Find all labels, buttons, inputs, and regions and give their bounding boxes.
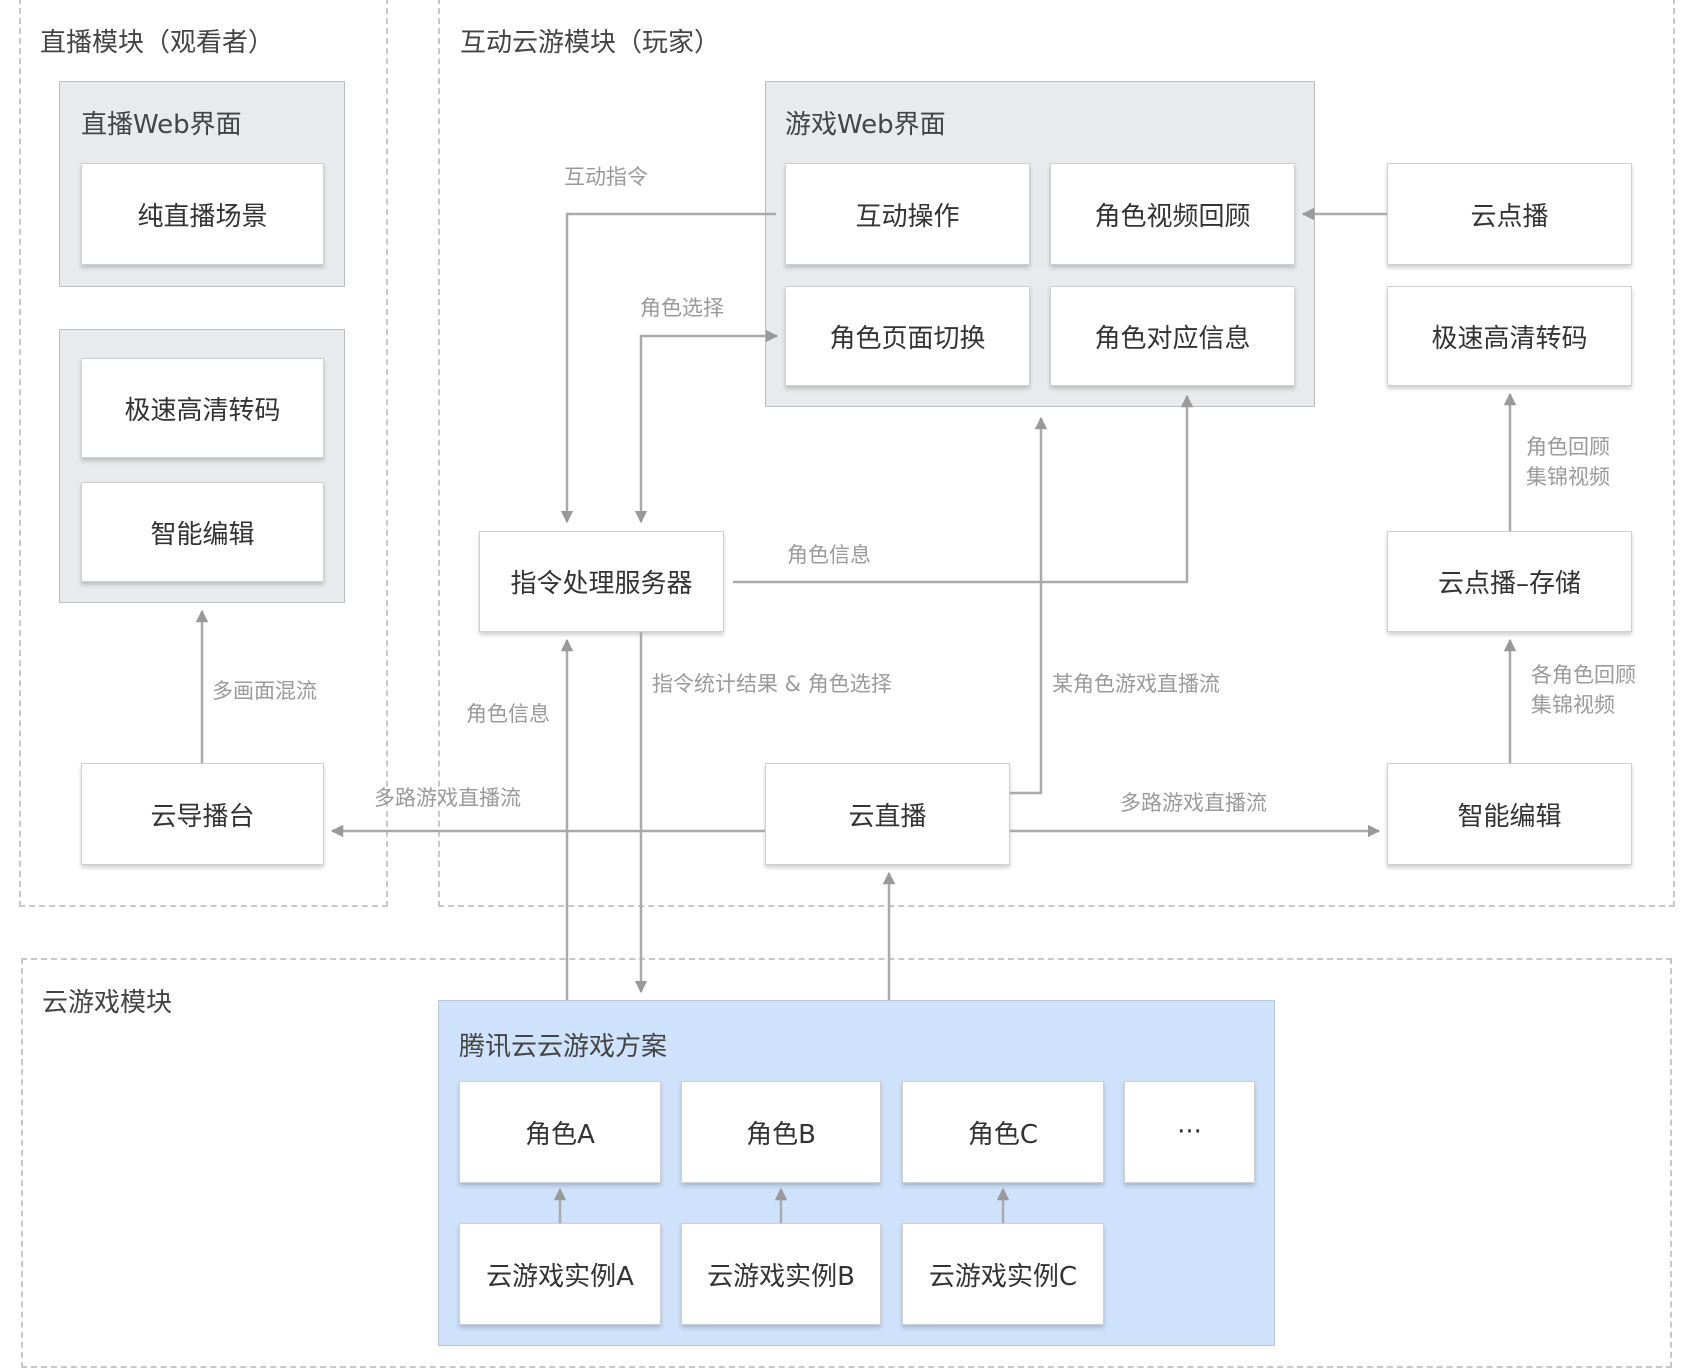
arrow-role-select [634,329,779,524]
interact-op-node[interactable]: 互动操作 [785,163,1030,265]
live-web-title: 直播Web界面 [81,110,242,140]
smart-edit-node[interactable]: 智能编辑 [1387,763,1632,865]
label-review-video: 角色回顾 集锦视频 [1526,432,1610,493]
role-info-node[interactable]: 角色对应信息 [1050,286,1295,386]
label-cmd-stats: 指令统计结果 & 角色选择 [652,672,892,696]
live-transcode-node[interactable]: 极速高清转码 [81,358,324,458]
arrow-role-live-stream [1010,416,1048,795]
label-multi-stream-left: 多路游戏直播流 [374,786,521,810]
live-module-title: 直播模块（观看者） [40,28,275,58]
cloud-live-node[interactable]: 云直播 [765,763,1010,865]
label-each-review-line2: 集锦视频 [1531,693,1615,718]
cloud-game-module-title: 云游戏模块 [42,988,173,1018]
label-role-info-left: 角色信息 [466,702,550,726]
instance-c-node[interactable]: 云游戏实例C [902,1223,1104,1325]
arrow-interact-cmd [560,212,776,524]
label-review-video-line2: 集锦视频 [1526,465,1610,490]
label-role-info-top: 角色信息 [787,543,871,567]
command-server-node[interactable]: 指令处理服务器 [479,531,724,632]
label-role-select: 角色选择 [640,296,724,320]
role-c-node[interactable]: 角色C [902,1081,1104,1183]
vod-transcode-node[interactable]: 极速高清转码 [1387,286,1632,386]
label-each-review-line1: 各角色回顾 [1531,663,1636,687]
arrow-role-info-top [733,394,1194,584]
label-multi-stream-right: 多路游戏直播流 [1120,791,1267,815]
instance-b-node[interactable]: 云游戏实例B [681,1223,881,1325]
interactive-module-title: 互动云游模块（玩家） [460,28,721,58]
live-module [19,0,388,907]
label-review-video-line1: 角色回顾 [1526,435,1610,459]
role-video-review-node[interactable]: 角色视频回顾 [1050,163,1295,265]
label-role-live-stream: 某角色游戏直播流 [1052,672,1220,696]
director-node[interactable]: 云导播台 [81,763,324,865]
interactive-module [438,0,1675,907]
live-smart-edit-node[interactable]: 智能编辑 [81,482,324,582]
solution-title: 腾讯云云游戏方案 [459,1032,668,1062]
label-each-review: 各角色回顾 集锦视频 [1531,660,1636,721]
role-page-switch-node[interactable]: 角色页面切换 [785,286,1030,386]
game-web-title: 游戏Web界面 [785,110,946,140]
label-multi-mix: 多画面混流 [212,679,317,703]
more-roles-node[interactable]: ··· [1124,1081,1255,1183]
role-a-node[interactable]: 角色A [459,1081,661,1183]
pure-live-node[interactable]: 纯直播场景 [81,163,324,265]
vod-node[interactable]: 云点播 [1387,163,1632,265]
instance-a-node[interactable]: 云游戏实例A [459,1223,661,1325]
vod-storage-node[interactable]: 云点播–存储 [1387,531,1632,632]
label-interact-cmd: 互动指令 [564,165,648,189]
role-b-node[interactable]: 角色B [681,1081,881,1183]
